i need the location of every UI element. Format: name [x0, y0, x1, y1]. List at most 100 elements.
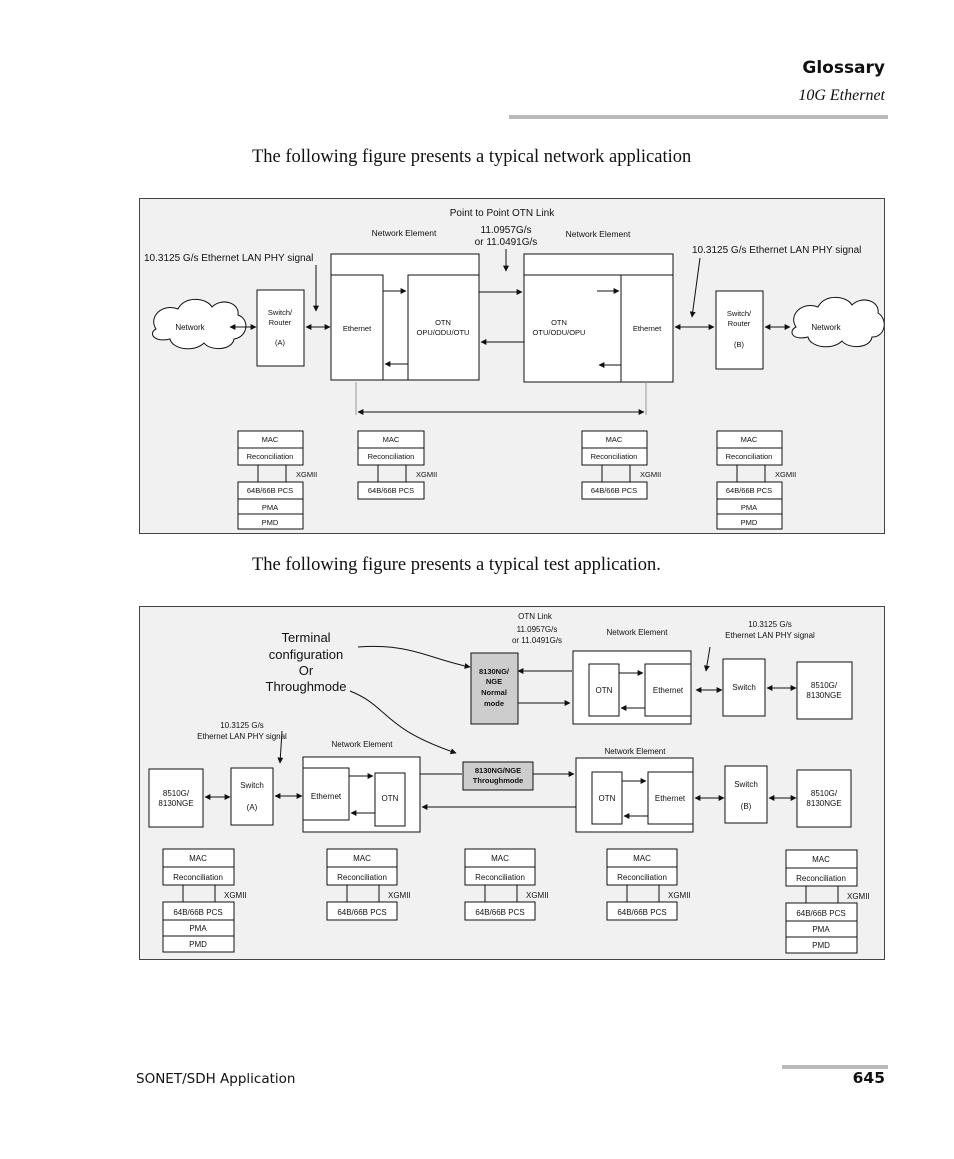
svg-text:MAC: MAC [633, 854, 651, 863]
svg-text:Switch: Switch [734, 780, 758, 789]
svg-text:(B): (B) [734, 340, 745, 349]
figure-network-application: Point to Point OTN Link 11.0957G/s or 11… [139, 198, 885, 534]
lan-left-label: 10.3125 G/s [220, 721, 264, 730]
svg-text:MAC: MAC [353, 854, 371, 863]
svg-text:PMA: PMA [812, 925, 830, 934]
svg-text:64B/66B PCS: 64B/66B PCS [247, 486, 293, 495]
ne-left-label: Network Element [332, 740, 394, 749]
svg-text:Reconciliation: Reconciliation [591, 452, 638, 461]
figure-test-application: Terminal configuration Or Throughmode OT… [139, 606, 885, 960]
svg-text:64B/66B PCS: 64B/66B PCS [796, 909, 845, 918]
svg-text:Ethernet: Ethernet [633, 324, 662, 333]
svg-text:XGMII: XGMII [847, 892, 870, 901]
svg-text:PMA: PMA [189, 924, 207, 933]
svg-text:64B/66B PCS: 64B/66B PCS [617, 908, 666, 917]
svg-text:XGMII: XGMII [416, 470, 437, 479]
svg-text:Router: Router [728, 319, 751, 328]
svg-text:MAC: MAC [491, 854, 509, 863]
section-subtitle: 10G Ethernet [798, 87, 885, 104]
svg-text:Ethernet: Ethernet [653, 686, 684, 695]
network-element-left: Ethernet OTN OPU/ODU/OTU [330, 253, 480, 381]
layer-stack-b-full: MAC Reconciliation XGMII 64B/66B PCS PMA… [716, 430, 796, 530]
svg-text:8510G/: 8510G/ [811, 789, 838, 798]
svg-text:mode: mode [484, 699, 504, 708]
svg-text:MAC: MAC [606, 435, 623, 444]
network-element-top: OTN Ethernet [572, 650, 692, 725]
ne-left-label: Network Element [372, 228, 437, 238]
svg-text:64B/66B PCS: 64B/66B PCS [591, 486, 637, 495]
svg-text:Reconciliation: Reconciliation [337, 873, 387, 882]
normal-mode-tester: 8130NG/ NGE Normal mode [470, 652, 519, 725]
svg-text:MAC: MAC [383, 435, 400, 444]
caption-test-application: The following figure presents a typical … [252, 555, 661, 575]
ne-bottom-label: Network Element [605, 747, 667, 756]
svg-text:OTU/ODU/OPU: OTU/ODU/OPU [533, 328, 586, 337]
svg-text:8130NG/NGE: 8130NG/NGE [475, 766, 521, 775]
svg-text:Ethernet LAN PHY signal: Ethernet LAN PHY signal [197, 732, 287, 741]
network-element-right: OTN OTU/ODU/OPU Ethernet [523, 253, 674, 383]
svg-text:Ethernet: Ethernet [655, 794, 686, 803]
switch-a: Switch (A) [230, 767, 274, 826]
footer-manual-title: SONET/SDH Application [136, 1071, 296, 1087]
svg-text:Switch/: Switch/ [268, 308, 293, 317]
svg-text:8510G/: 8510G/ [163, 789, 190, 798]
svg-text:NGE: NGE [486, 677, 502, 686]
ne-right-label: Network Element [566, 229, 631, 239]
svg-text:Throughmode: Throughmode [266, 679, 347, 694]
ne-top-label: Network Element [607, 628, 669, 637]
throughmode-tester: 8130NG/NGE Throughmode [462, 761, 534, 791]
svg-text:XGMII: XGMII [526, 891, 549, 900]
layer-stack-a-full: MAC Reconciliation XGMII 64B/66B PCS PMA… [237, 430, 317, 530]
rate-label: 11.0957G/s [517, 625, 558, 634]
test-diagram: Terminal configuration Or Throughmode OT… [148, 612, 870, 954]
network-element-right: OTN Ethernet [575, 757, 694, 833]
svg-text:8130NGE: 8130NGE [806, 691, 841, 700]
switch-router-a: Switch/ Router (A) [256, 289, 305, 367]
tester-left: 8510G/ 8130NGE [148, 768, 204, 828]
svg-text:Normal: Normal [481, 688, 507, 697]
svg-text:MAC: MAC [189, 854, 207, 863]
otn-link-title: Point to Point OTN Link [450, 208, 555, 219]
svg-text:Reconciliation: Reconciliation [247, 452, 294, 461]
svg-text:OPU/ODU/OTU: OPU/ODU/OTU [417, 328, 470, 337]
layer-stack-ne-left: MAC Reconciliation XGMII 64B/66B PCS [326, 848, 411, 921]
svg-text:Reconciliation: Reconciliation [368, 452, 415, 461]
svg-text:XGMII: XGMII [296, 470, 317, 479]
svg-text:8130NG/: 8130NG/ [479, 667, 510, 676]
terminal-config-label: Terminal configuration Or Throughmode [266, 630, 347, 694]
svg-text:Throughmode: Throughmode [473, 776, 523, 785]
svg-text:(A): (A) [247, 803, 258, 812]
switch-top: Switch [722, 658, 766, 717]
svg-text:Reconciliation: Reconciliation [173, 873, 223, 882]
lan-right-label: 10.3125 G/s [748, 620, 792, 629]
svg-text:XGMII: XGMII [775, 470, 796, 479]
lan-right-label: 10.3125 G/s Ethernet LAN PHY signal [692, 245, 861, 256]
svg-text:(A): (A) [275, 338, 286, 347]
svg-text:PMD: PMD [741, 518, 758, 527]
tester-top-right: 8510G/ 8130NGE [796, 661, 853, 720]
lan-left-label: 10.3125 G/s Ethernet LAN PHY signal [144, 253, 313, 264]
svg-text:Ethernet LAN PHY signal: Ethernet LAN PHY signal [725, 631, 815, 640]
network-diagram: Point to Point OTN Link 11.0957G/s or 11… [144, 208, 884, 530]
svg-text:64B/66B PCS: 64B/66B PCS [726, 486, 772, 495]
layer-stack-throughmode: MAC Reconciliation XGMII 64B/66B PCS [464, 848, 549, 921]
layer-stack-ne-right: MAC Reconciliation XGMII 64B/66B PCS [581, 430, 661, 500]
layer-stack-ne-left: MAC Reconciliation XGMII 64B/66B PCS [357, 430, 437, 500]
svg-text:8130NGE: 8130NGE [806, 799, 841, 808]
svg-text:64B/66B PCS: 64B/66B PCS [173, 908, 222, 917]
rate-label: 11.0957G/s [481, 225, 532, 236]
svg-text:Network: Network [175, 323, 205, 332]
svg-text:OTN: OTN [551, 318, 567, 327]
svg-text:64B/66B PCS: 64B/66B PCS [368, 486, 414, 495]
caption-network-application: The following figure presents a typical … [252, 147, 692, 167]
layer-stack-tester-right: MAC Reconciliation XGMII 64B/66B PCS PMA… [785, 849, 870, 954]
svg-text:PMA: PMA [741, 503, 757, 512]
svg-text:64B/66B PCS: 64B/66B PCS [475, 908, 524, 917]
switch-router-b: Switch/ Router (B) [715, 290, 764, 370]
svg-text:Switch/: Switch/ [727, 309, 752, 318]
tester-right: 8510G/ 8130NGE [796, 769, 852, 828]
page-number: 645 [852, 1069, 885, 1087]
rate-label-alt: or 11.0491G/s [475, 237, 538, 248]
otn-link-label: OTN Link [518, 612, 553, 621]
svg-text:PMD: PMD [812, 941, 830, 950]
